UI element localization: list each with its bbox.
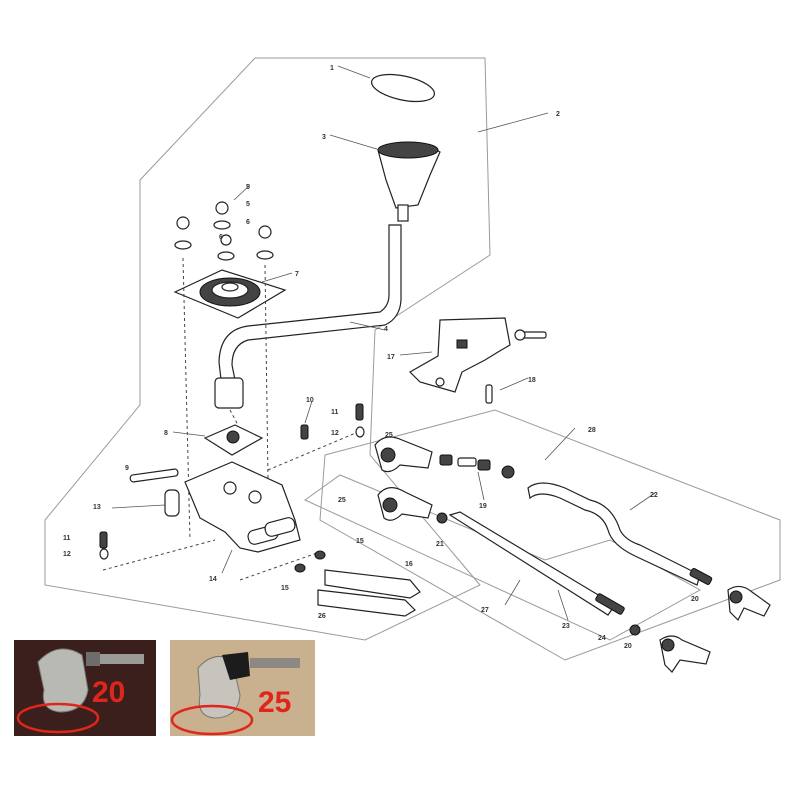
photo-left-number: 20 (92, 676, 125, 709)
callout-11a: 11 (331, 409, 339, 416)
callout-11b: 11 (63, 535, 71, 542)
callout-24: 24 (598, 635, 606, 642)
part-15-ring-a (314, 550, 326, 560)
part-9-pin (129, 468, 179, 483)
part-4-lever-base (214, 377, 244, 409)
part-17-bracket (409, 317, 511, 393)
dashed-guide-1 (182, 257, 191, 541)
callout-5b: 5 (246, 201, 250, 208)
callout-15a: 15 (356, 538, 364, 545)
part-10-spring (300, 424, 309, 440)
part-21-nut (436, 512, 448, 524)
part-16-rail (324, 569, 421, 599)
callout-2: 2 (556, 111, 560, 118)
part-19-nuts (439, 454, 515, 479)
callout-1: 1 (330, 65, 334, 72)
part-15-ring-b (294, 563, 306, 573)
dashed-guide-6 (239, 551, 321, 581)
callout-17: 17 (387, 354, 395, 361)
callout-16: 16 (405, 561, 413, 568)
callout-14: 14 (209, 576, 217, 583)
callout-8: 8 (164, 430, 168, 437)
part-13-bushing (164, 489, 180, 517)
linkage-group-outline (319, 409, 781, 661)
leader-lines (111, 65, 656, 621)
dashed-guide-4 (267, 431, 359, 471)
photo-part-20: 20 (14, 640, 156, 736)
part-18-bolts (485, 329, 547, 404)
callout-13: 13 (93, 504, 101, 511)
callout-7: 7 (295, 271, 299, 278)
callout-22: 22 (650, 492, 658, 499)
part-3-boot-stem (397, 204, 409, 222)
callout-21: 21 (436, 541, 444, 548)
callout-27: 27 (481, 607, 489, 614)
callout-20b: 20 (624, 643, 632, 650)
highlight-circle-right (170, 704, 254, 736)
part-12-ball-b (99, 548, 109, 560)
callout-5a: 5 (246, 184, 250, 191)
callout-20a: 20 (691, 596, 699, 603)
main-assembly-outline (44, 57, 491, 641)
part-11-spring-b (99, 531, 108, 549)
callout-9: 9 (125, 465, 129, 472)
callout-26: 26 (318, 613, 326, 620)
callout-12b: 12 (63, 551, 71, 558)
callout-3: 3 (322, 134, 326, 141)
callout-25b: 25 (338, 497, 346, 504)
part-3-boot-top (377, 141, 439, 159)
dashed-guide-5 (102, 539, 216, 571)
callout-23: 23 (562, 623, 570, 630)
callout-28: 28 (588, 427, 596, 434)
linkage-inner-outline (304, 474, 702, 641)
callout-12a: 12 (331, 430, 339, 437)
callout-6a: 6 (246, 219, 250, 226)
callout-25a: 25 (385, 432, 393, 439)
photo-part-25: 25 (170, 640, 315, 736)
part-5-bolts (174, 201, 274, 261)
photo-right-number: 25 (258, 686, 291, 719)
dashed-guide-3 (229, 409, 239, 426)
highlight-circle-left (16, 702, 100, 734)
part-23-rod (448, 511, 616, 616)
part-14-housing (184, 461, 301, 553)
callout-4: 4 (384, 326, 388, 333)
part-24-nut (629, 624, 641, 636)
part-12-ball-a (355, 426, 365, 438)
callout-10: 10 (306, 397, 314, 404)
callout-6b: 6 (219, 234, 223, 241)
part-22-curved-rod (527, 482, 701, 586)
callout-19: 19 (479, 503, 487, 510)
callout-18: 18 (528, 377, 536, 384)
part-26-rail (317, 589, 416, 617)
part-1-cap (370, 73, 436, 103)
part-11-spring-a (355, 403, 364, 421)
part-25-joint-top (374, 436, 433, 473)
callout-15b: 15 (281, 585, 289, 592)
